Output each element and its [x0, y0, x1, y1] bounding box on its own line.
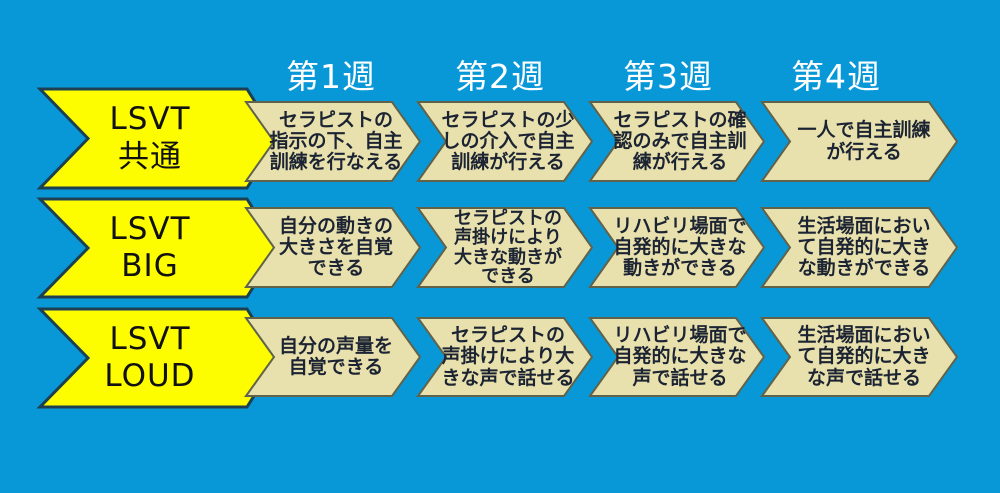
row-label-line1: LSVT	[109, 320, 191, 357]
step-chevron-r3c3	[588, 317, 766, 397]
step-chevron-r2c3	[588, 207, 766, 288]
row-label-lsvt-loud: LSVT LOUD	[52, 309, 248, 407]
step-text-r3c3: リハビリ場面で 自発的に大きな 声で話せる	[613, 324, 747, 389]
step-chevron-r1c1	[244, 101, 422, 182]
row-label-line1: LSVT	[109, 101, 191, 138]
step-chevron-r2c1	[244, 207, 422, 288]
row-label-line2: BIG	[121, 248, 179, 284]
row-label-lsvt-big: LSVT BIG	[52, 199, 248, 297]
week-header-1: 第1週	[286, 57, 376, 96]
row-label-line1: LSVT	[109, 210, 191, 247]
step-text-r3c4: 生活場面におい て自発的に大き な声で話せる	[797, 324, 931, 389]
row-arrow-lsvt-common	[36, 87, 280, 190]
step-text-r2c2: セラピストの 声掛けにより 大きな動きが できる	[454, 207, 562, 287]
row-arrow-lsvt-big	[36, 197, 280, 299]
step-text-r2c4: 生活場面におい て自発的に大き な動きができる	[797, 214, 931, 280]
step-chevron-r1c3	[588, 101, 766, 182]
week-header-4: 第4週	[791, 57, 881, 96]
step-chevron-r3c1	[244, 317, 422, 397]
step-chevron-r2c2	[416, 207, 594, 288]
step-text-r1c4: 一人で自主訓練 が行える	[797, 119, 931, 163]
step-chevron-r3c4	[760, 317, 959, 397]
step-chevron-r2c4	[760, 207, 959, 288]
step-chevron-r1c4	[760, 101, 959, 182]
row-label-line2: 共通	[118, 138, 182, 175]
step-text-r1c2: セラピストの少 しの介入で自主 訓練が行える	[441, 108, 575, 174]
step-text-r2c1: 自分の動きの 大きさを自覚 できる	[278, 214, 393, 280]
step-text-r1c1: セラピストの 指示の下、自主 訓練を行なえる	[269, 108, 403, 174]
row-label-lsvt-common: LSVT 共通	[52, 89, 248, 188]
step-chevron-r1c2	[416, 101, 594, 182]
step-text-r3c2: セラピストの 声掛けにより大 きな声で話せる	[441, 324, 575, 389]
week-header-2: 第2週	[455, 57, 545, 96]
step-chevron-r3c2	[416, 317, 594, 397]
week-header-3: 第3週	[623, 57, 713, 96]
row-arrow-lsvt-loud	[36, 307, 280, 409]
step-text-r2c3: リハビリ場面で 自発的に大きな 動きができる	[613, 214, 747, 280]
row-label-line2: LOUD	[104, 358, 196, 394]
step-text-r3c1: 自分の声量を 自覚できる	[278, 334, 393, 378]
step-text-r1c3: セラピストの確 認のみで自主訓 練が行える	[613, 108, 747, 174]
